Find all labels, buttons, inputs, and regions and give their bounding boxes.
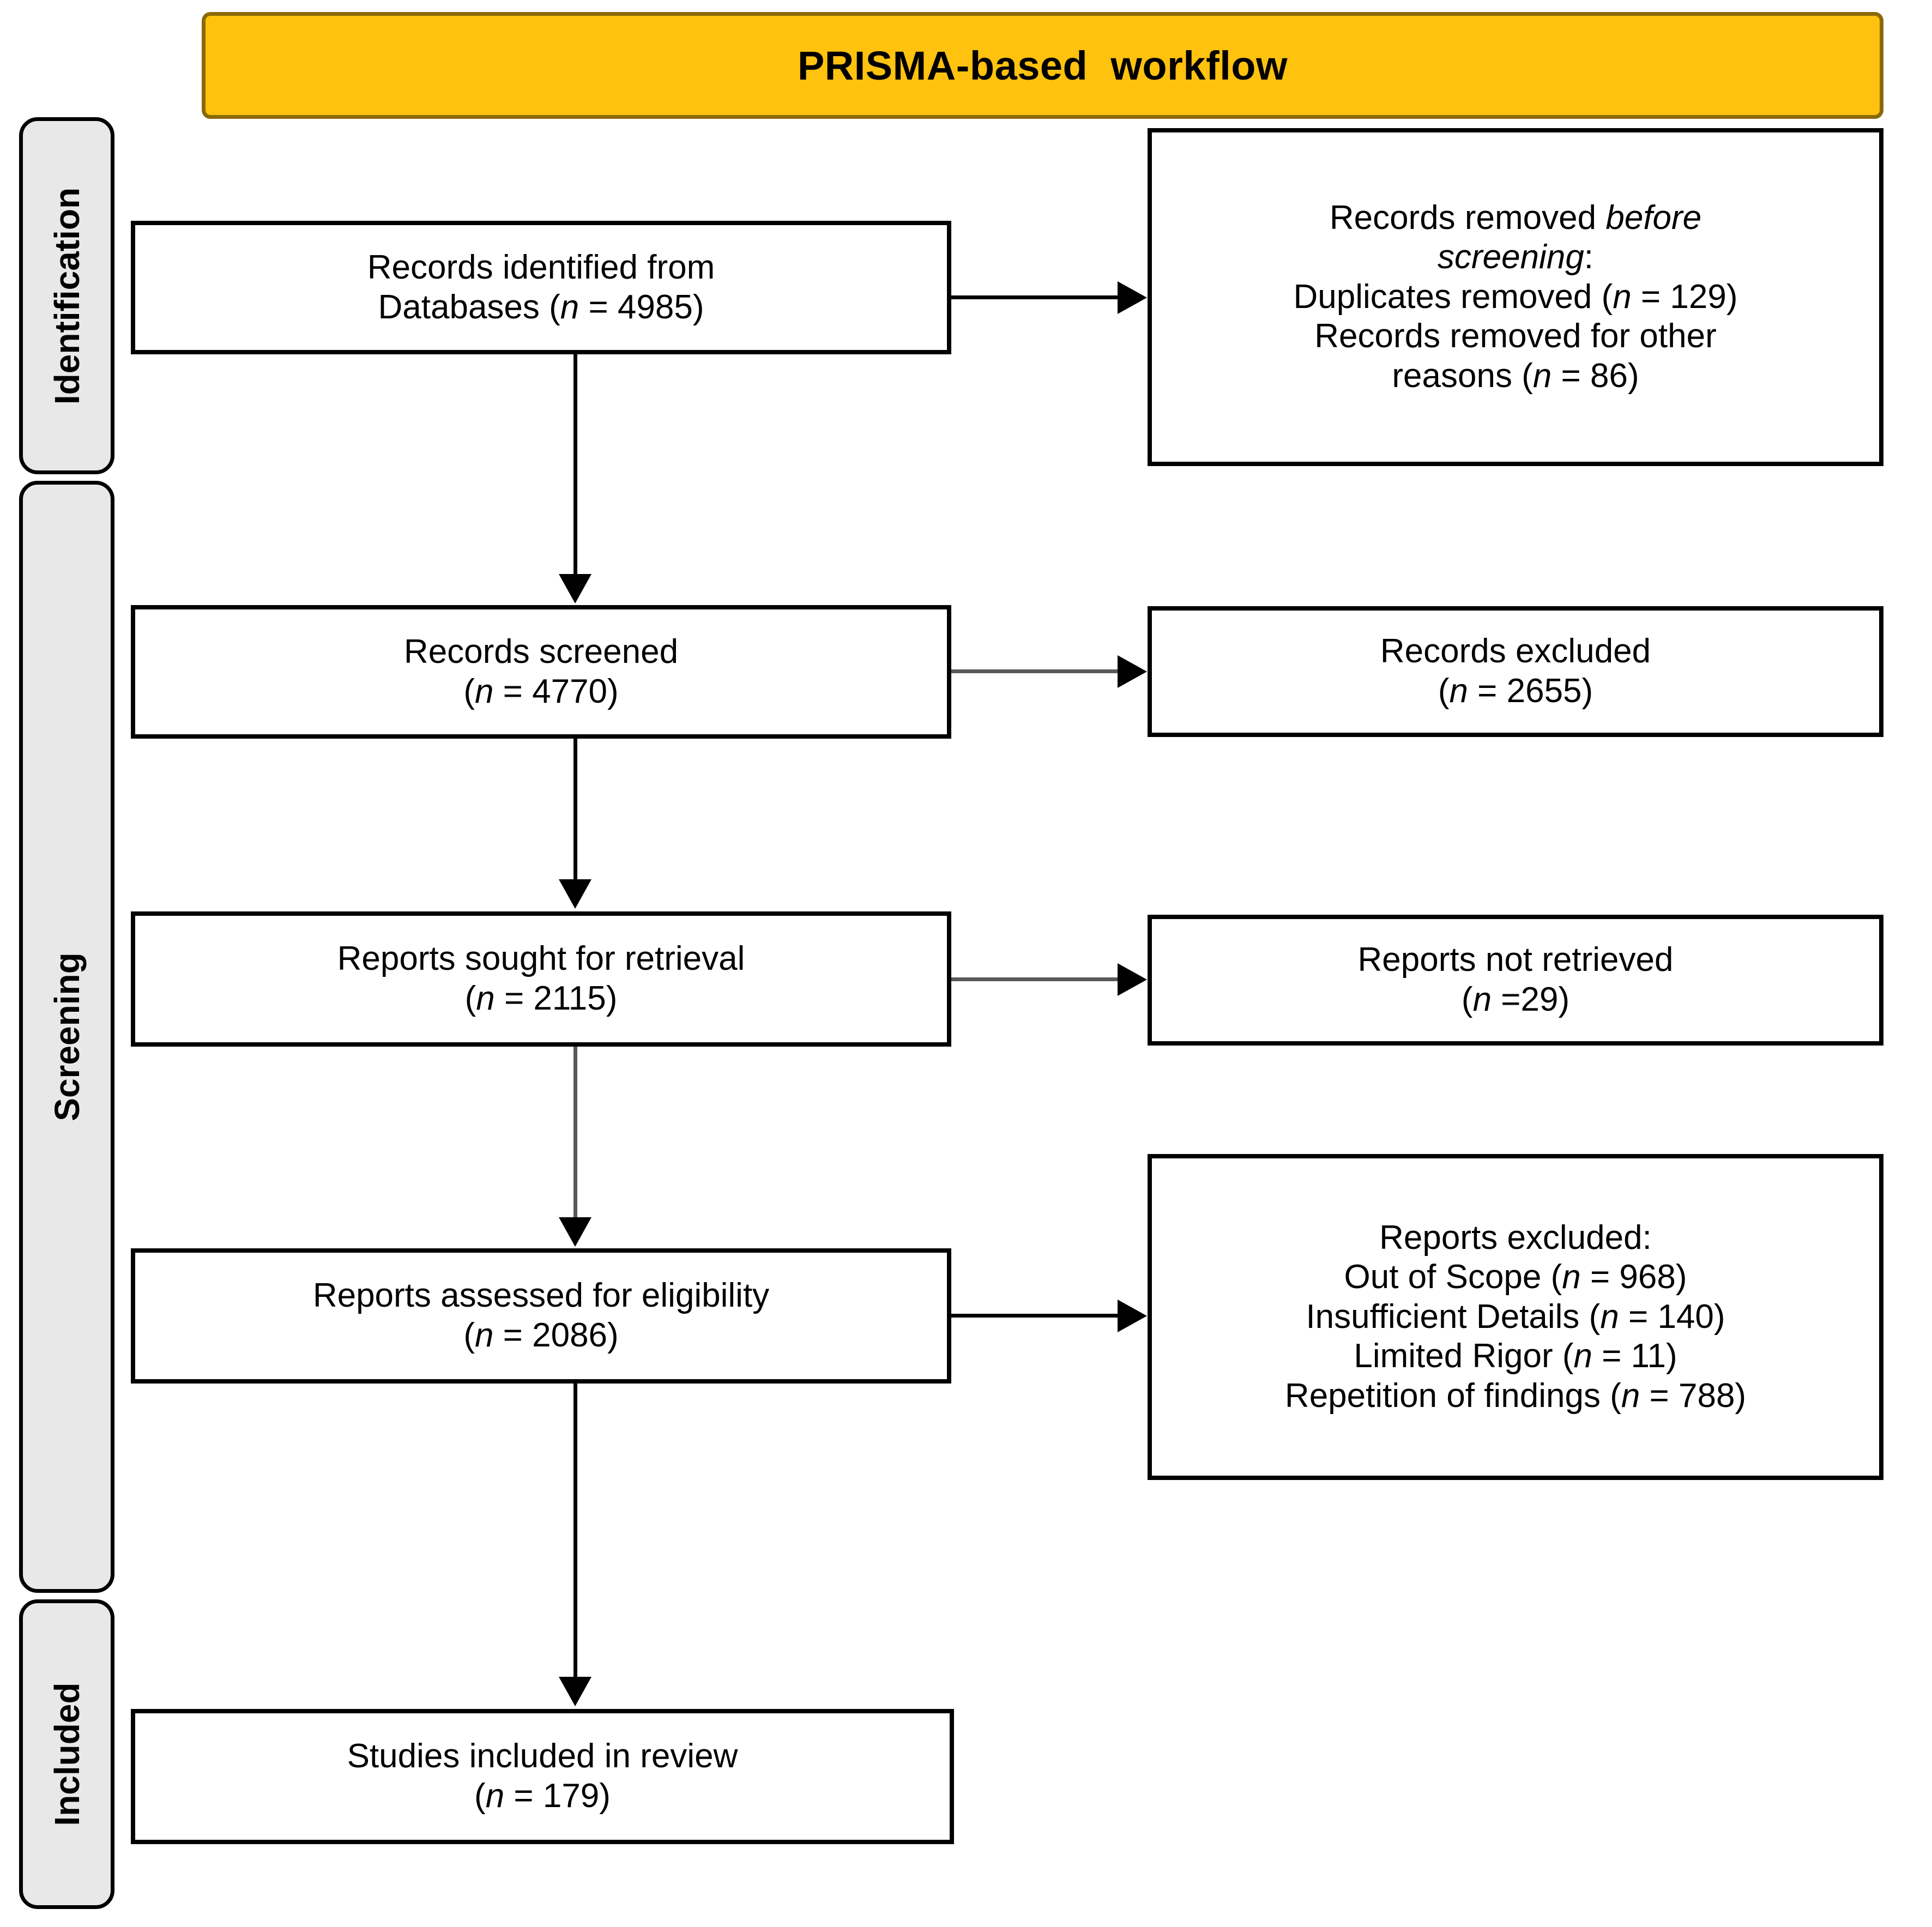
node-reports-assessed: Reports assessed for eligibility (n = 20… <box>131 1248 951 1384</box>
stage-label-identification-text: Identification <box>47 187 87 404</box>
node-line: Records identified from <box>367 248 715 286</box>
node-line: Databases (n = 4985) <box>378 288 704 326</box>
node-reports-not-retrieved: Reports not retrieved (n =29) <box>1148 915 1883 1046</box>
node-line: Reports not retrieved <box>1357 941 1674 979</box>
node-line: Duplicates removed (n = 129) <box>1293 277 1738 316</box>
node-line: (n =29) <box>1461 981 1570 1018</box>
node-reports-excluded: Reports excluded: Out of Scope (n = 968)… <box>1148 1154 1883 1480</box>
node-line: Records removed before <box>1329 198 1702 237</box>
connector-identified-to-screened <box>573 354 577 575</box>
stage-label-included-text: Included <box>47 1682 87 1826</box>
node-line: Limited Rigor (n = 11) <box>1354 1337 1677 1375</box>
arrowhead-right-icon <box>1118 655 1147 688</box>
node-records-removed-before-screening: Records removed before screening: Duplic… <box>1148 128 1883 466</box>
stage-label-screening: Screening <box>19 481 114 1593</box>
node-line: (n = 2115) <box>464 980 618 1017</box>
arrowhead-down-icon <box>559 574 591 603</box>
arrowhead-right-icon <box>1118 281 1147 314</box>
node-records-screened: Records screened (n = 4770) <box>131 605 951 739</box>
connector-sought-to-not-retrieved <box>951 977 1120 981</box>
node-line: Out of Scope (n = 968) <box>1344 1258 1687 1296</box>
workflow-header-banner: PRISMA-based workflow <box>202 12 1883 119</box>
stage-label-identification: Identification <box>19 117 114 474</box>
node-line: (n = 2086) <box>463 1316 619 1354</box>
node-records-excluded: Records excluded (n = 2655) <box>1148 606 1883 737</box>
arrowhead-down-icon <box>559 1677 591 1706</box>
node-line: reasons (n = 86) <box>1392 357 1639 395</box>
node-line: Studies included in review <box>347 1737 738 1775</box>
node-line: Records screened <box>403 632 679 670</box>
connector-assessed-to-reports-excluded <box>951 1314 1120 1318</box>
connector-assessed-to-included <box>573 1384 577 1678</box>
node-line: (n = 179) <box>474 1777 611 1815</box>
node-line: Reports assessed for eligibility <box>312 1277 770 1315</box>
stage-label-screening-text: Screening <box>47 952 87 1121</box>
node-line: screening: <box>1437 238 1594 276</box>
arrowhead-right-icon <box>1118 963 1147 996</box>
arrowhead-right-icon <box>1118 1300 1147 1332</box>
connector-screened-to-sought <box>573 739 577 880</box>
node-line: Records removed for other <box>1314 317 1717 355</box>
node-line: Reports sought for retrieval <box>337 940 745 978</box>
node-studies-included: Studies included in review (n = 179) <box>131 1709 954 1844</box>
node-reports-sought: Reports sought for retrieval (n = 2115) <box>131 911 951 1047</box>
arrowhead-down-icon <box>559 879 591 909</box>
connector-identified-to-removed <box>951 295 1120 299</box>
node-records-identified: Records identified from Databases (n = 4… <box>131 221 951 354</box>
node-line: Reports excluded: <box>1379 1218 1652 1257</box>
node-line: Insufficient Details (n = 140) <box>1306 1297 1725 1336</box>
node-line: (n = 2655) <box>1438 672 1593 710</box>
node-line: (n = 4770) <box>463 672 619 710</box>
page-title: PRISMA-based workflow <box>797 43 1288 88</box>
stage-label-included: Included <box>19 1599 114 1909</box>
node-line: Records excluded <box>1380 632 1651 670</box>
connector-screened-to-excluded <box>951 669 1120 673</box>
node-line: Repetition of findings (n = 788) <box>1284 1376 1747 1415</box>
connector-sought-to-assessed <box>573 1047 577 1218</box>
arrowhead-down-icon <box>559 1217 591 1247</box>
